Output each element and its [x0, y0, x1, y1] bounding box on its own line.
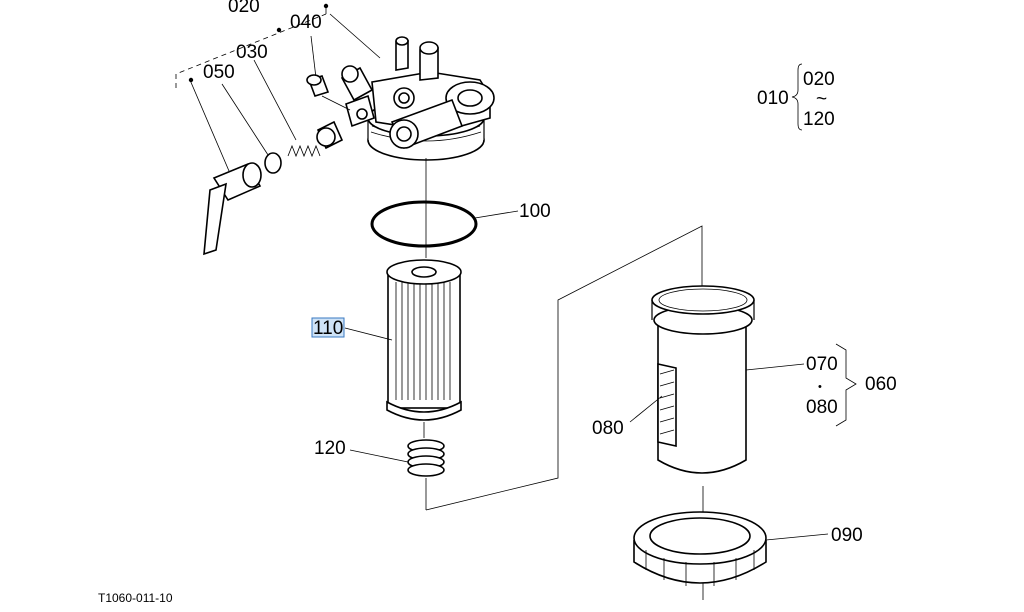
bowl-070-part[interactable] — [651, 285, 755, 600]
valve-lever-020-part[interactable] — [189, 79, 262, 256]
label-090: 090 — [831, 525, 863, 546]
set-bracket-010 — [791, 63, 803, 131]
selected-label-highlight — [311, 317, 345, 338]
label-set-from: 020 — [803, 69, 835, 90]
o-ring-050-part[interactable] — [221, 83, 282, 174]
label-set-tilde: ~ — [816, 89, 827, 110]
screw-040-part[interactable] — [306, 35, 351, 111]
label-070: 070 — [806, 354, 838, 375]
label-010: 010 — [757, 88, 789, 109]
label-set-to: 120 — [803, 109, 835, 130]
label-080-left: 080 — [592, 418, 624, 439]
label-080-right: 080 — [806, 397, 838, 418]
gasket-ring-100-part[interactable] — [370, 158, 478, 258]
kit-bracket-060 — [835, 343, 857, 427]
label-060: 060 — [865, 374, 897, 395]
figure-code: T1060-011-10 — [98, 591, 173, 605]
spring-120-part[interactable] — [407, 439, 445, 510]
plunger-030-part[interactable] — [253, 59, 344, 158]
label-030: 030 — [236, 42, 268, 63]
label-dot: • — [818, 381, 822, 393]
retaining-ring-090-part[interactable] — [633, 511, 767, 586]
filter-head-part[interactable] — [340, 36, 495, 161]
label-040: 040 — [290, 12, 322, 33]
label-120: 120 — [314, 438, 346, 459]
label-100: 100 — [519, 201, 551, 222]
label-020: 020 — [228, 0, 260, 17]
label-110[interactable]: 110 — [313, 318, 343, 339]
alignment-line — [425, 225, 703, 511]
head-assembly-bracket — [175, 3, 329, 88]
filter-element-110-part[interactable] — [386, 259, 462, 438]
label-050: 050 — [203, 62, 235, 83]
sight-label-080-part[interactable] — [657, 363, 677, 447]
leader-lines — [329, 13, 829, 541]
